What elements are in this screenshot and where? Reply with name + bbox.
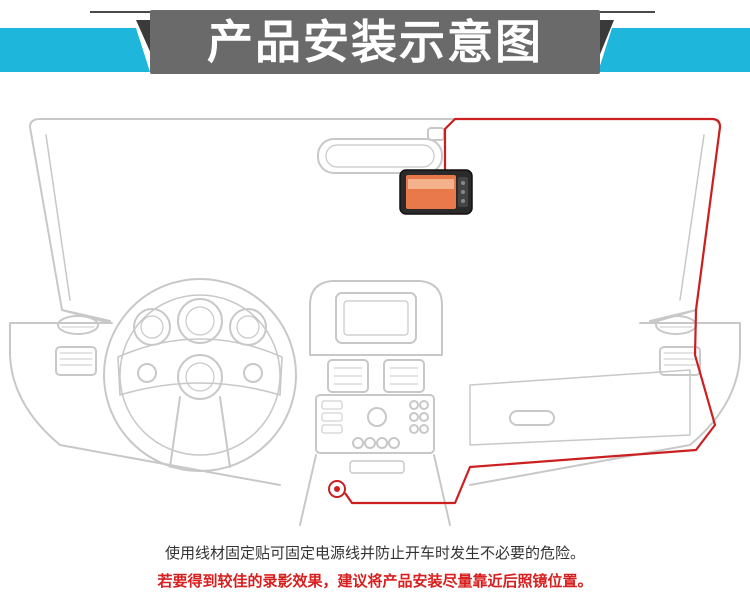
glovebox-handle — [509, 410, 555, 426]
car-interior-diagram — [9, 117, 741, 526]
console-vent-right — [383, 359, 425, 393]
right-corner-vent — [655, 315, 697, 335]
left-corner-vent — [57, 315, 99, 335]
title-banner — [0, 10, 750, 74]
caption-safety-tip: 使用线材固定贴可固定电源线并防止开车时发生不必要的危险。 — [164, 544, 585, 562]
car-interior-outline — [9, 118, 741, 526]
dashcam-device — [399, 169, 473, 215]
gauge-left — [133, 308, 171, 346]
gauge-right — [229, 308, 267, 346]
power-cable — [344, 117, 722, 505]
caption-placement-tip: 若要得到较佳的录影效果，建议将产品安装尽量靠近后照镜位置。 — [157, 572, 593, 590]
rearview-mirror — [317, 138, 443, 174]
banner-right-band — [598, 28, 750, 72]
console-screen — [335, 292, 417, 344]
banner-left-band — [0, 28, 150, 72]
console-controls — [315, 394, 435, 454]
right-side-vent — [659, 346, 701, 376]
left-side-vent — [55, 346, 97, 376]
glovebox — [469, 369, 691, 446]
power-socket-pin — [334, 486, 340, 492]
banner-title-plate — [150, 10, 600, 74]
mirror-mount — [427, 127, 445, 141]
power-socket — [328, 480, 346, 498]
console-vent-left — [327, 359, 369, 393]
page-title: 产品安装示意图 — [207, 15, 543, 69]
steering-hub — [177, 354, 223, 400]
center-console-top — [309, 280, 443, 356]
steering-wheel — [103, 278, 297, 472]
gauge-center — [177, 298, 223, 344]
